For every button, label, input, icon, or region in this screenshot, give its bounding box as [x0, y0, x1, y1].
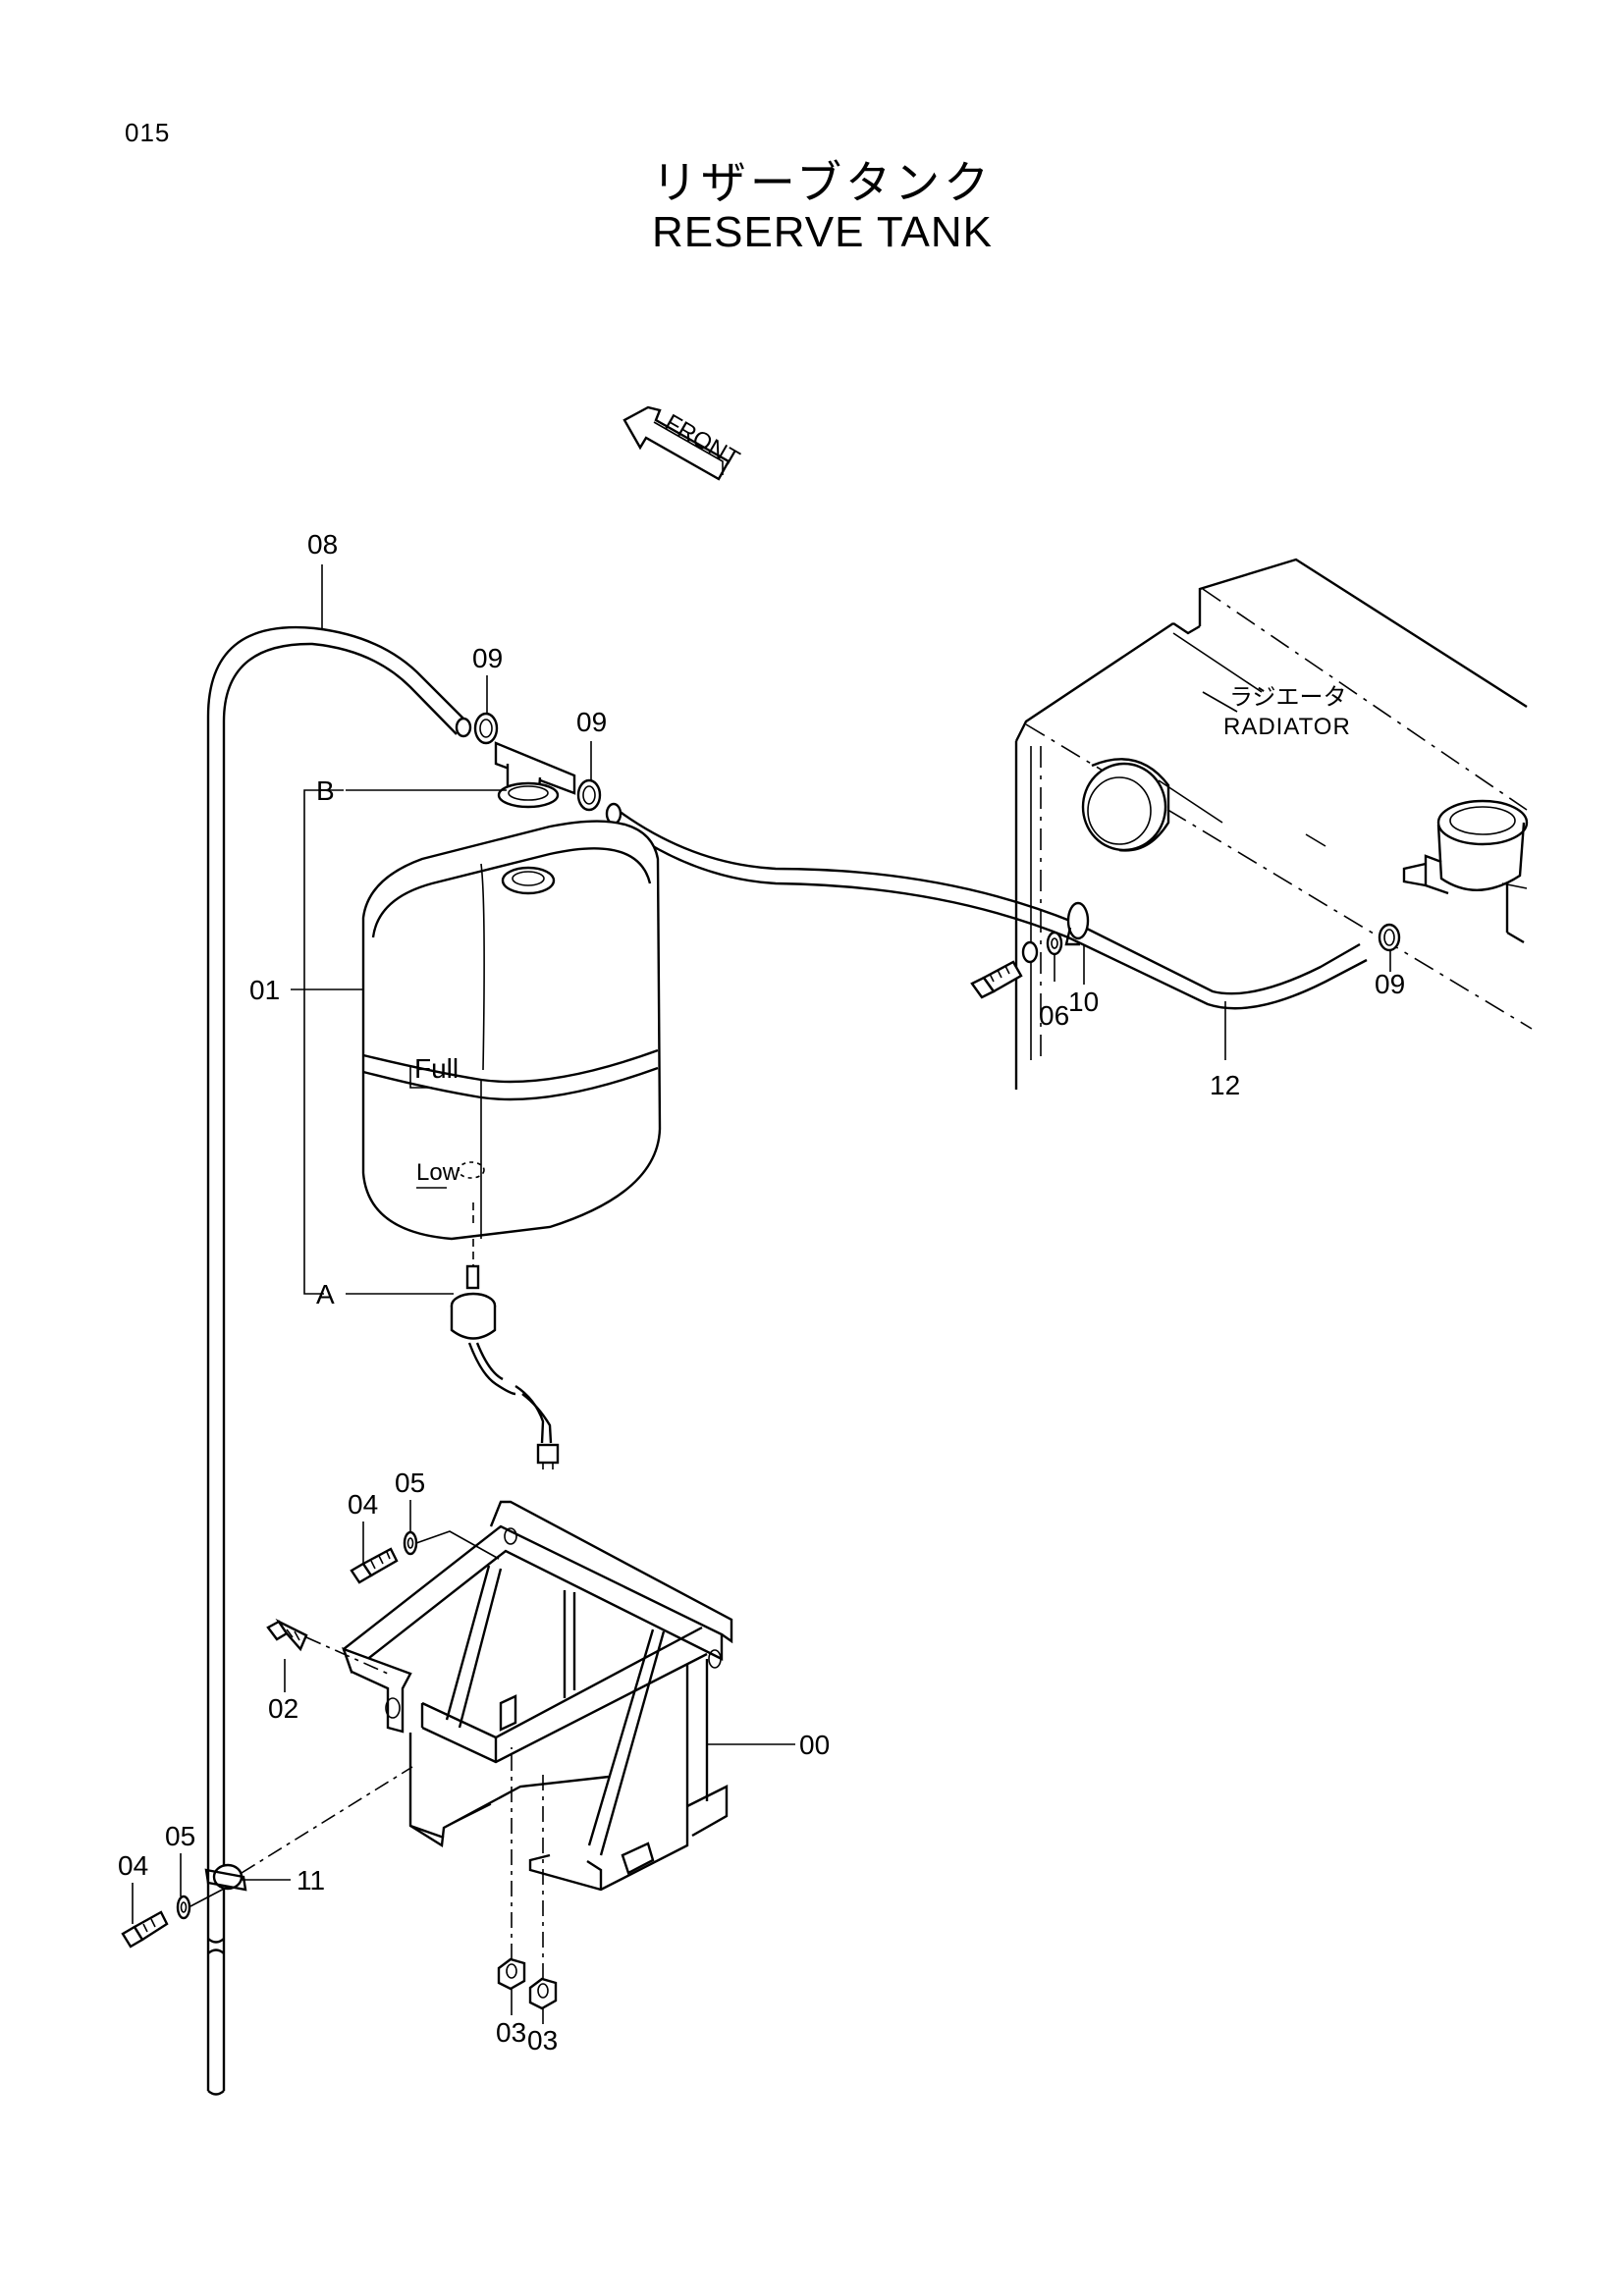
- page-number: 015: [125, 118, 171, 147]
- callout-09-b: 09: [576, 707, 607, 737]
- tee-fitting: [494, 741, 576, 809]
- callout-09-a: 09: [472, 643, 503, 673]
- callout-03-b: 03: [527, 2025, 558, 2056]
- callout-05-upper: 05: [395, 1468, 425, 1498]
- radiator-label-jp: ラジエータ: [1229, 684, 1347, 711]
- callout-05-lower: 05: [165, 1821, 195, 1851]
- callout-00: 00: [799, 1730, 830, 1760]
- callout-04-lower: 04: [118, 1850, 148, 1881]
- section-mark-a: A: [316, 1279, 335, 1309]
- bolt-washer-06: [970, 931, 1063, 999]
- title-english: RESERVE TANK: [651, 208, 993, 256]
- front-arrow-label: FRONT: [661, 409, 744, 473]
- overflow-hose: [206, 625, 472, 2096]
- hose-clamp-09-b: [576, 778, 602, 812]
- callout-09-c: 09: [1375, 969, 1405, 999]
- callout-12: 12: [1210, 1070, 1240, 1100]
- radiator-hose: [605, 802, 1368, 1010]
- hose-clip-10: [1064, 901, 1090, 946]
- title-japanese: リザーブタンク: [651, 157, 994, 208]
- washer-05-upper: [403, 1530, 418, 1556]
- callout-labels: 08 09 09 09 06 10 12 01 B A 05 04 02 00 …: [118, 529, 1405, 2056]
- callout-06: 06: [1039, 1000, 1069, 1031]
- callout-02: 02: [268, 1693, 298, 1724]
- tank-bracket: [342, 1500, 733, 1892]
- level-switch: [450, 1239, 560, 1469]
- callout-03-a: 03: [496, 2017, 526, 2048]
- bolt-04-lower: [121, 1910, 169, 1949]
- bolt-04-upper: [350, 1547, 399, 1584]
- nut-03-a: [497, 1957, 526, 1991]
- hose-clamp-09-c: [1378, 923, 1401, 952]
- hose-clamp-09-a: [473, 712, 499, 745]
- leader-lines: [132, 564, 1391, 2024]
- callout-10: 10: [1068, 987, 1099, 1017]
- washer-05-lower: [176, 1895, 191, 1920]
- section-mark-b: B: [316, 775, 335, 806]
- hose-clamp-11: [204, 1863, 247, 1892]
- callout-01: 01: [249, 975, 280, 1005]
- callout-11: 11: [297, 1865, 325, 1896]
- reserve-tank: Full Low: [361, 820, 662, 1241]
- nut-03-b: [528, 1977, 558, 2010]
- bolt-02: [266, 1618, 308, 1652]
- radiator-label-en: RADIATOR: [1223, 714, 1351, 740]
- tank-full-mark: Full: [414, 1053, 459, 1084]
- tank-low-mark: Low: [416, 1159, 460, 1186]
- callout-08: 08: [307, 529, 338, 560]
- front-arrow-icon: FRONT: [622, 405, 744, 481]
- callout-04-upper: 04: [348, 1489, 378, 1520]
- radiator-outline: ラジエータ RADIATOR: [1014, 558, 1533, 1090]
